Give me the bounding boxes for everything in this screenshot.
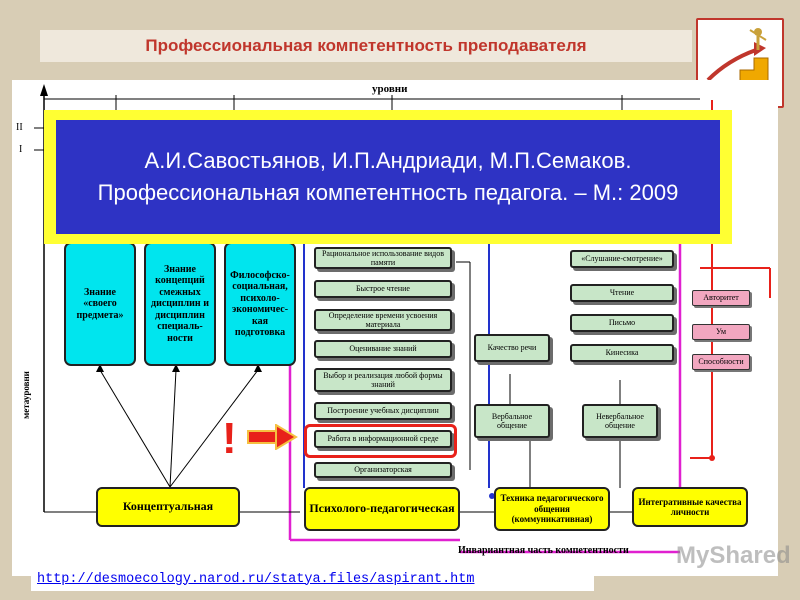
highlight-frame: [304, 424, 457, 458]
right-box-listening: «Слушание-смотрение»: [570, 250, 674, 268]
yellow-box-communication-technique: Техника педагогического общения (коммуни…: [494, 487, 610, 531]
cyan-box-related-disciplines: Знание концепций смежных дисциплин и дис…: [144, 242, 216, 366]
process-box-assessment: Оценивание знаний: [314, 340, 452, 358]
process-box-info-environment: Работа в информационной среде: [314, 430, 452, 448]
watermark-logo: MyShared: [676, 542, 791, 569]
process-box-time-estimation: Определение времени усвоения материала: [314, 309, 452, 331]
red-arrow-icon: [247, 424, 298, 450]
yellow-box-conceptual: Концептуальная: [96, 487, 240, 527]
right-box-kinesics: Кинесика: [570, 344, 674, 362]
right-box-reading: Чтение: [570, 284, 674, 302]
source-link-bar: http://desmoecology.narod.ru/statya.file…: [31, 567, 594, 591]
citation-banner: А.И.Савостьянов, И.П.Андриади, М.П.Семак…: [44, 110, 732, 244]
yellow-box-psych-pedagogical: Психолого-педагогическая: [304, 487, 460, 531]
cyan-box-subject-knowledge: Знание «своего предмета»: [64, 242, 136, 366]
axis-top-label: уровни: [372, 83, 408, 95]
page-title-text: Профессиональная компетентность преподав…: [145, 36, 587, 55]
axis-level-i: I: [19, 144, 23, 155]
yellow-box-integrative-qualities: Интегративные качества личности: [632, 487, 748, 527]
middle-box-verbal: Вербальное общение: [474, 404, 550, 438]
source-link[interactable]: http://desmoecology.narod.ru/statya.file…: [37, 571, 475, 587]
citation-text: А.И.Савостьянов, И.П.Андриади, М.П.Семак…: [56, 120, 720, 234]
process-box-curriculum: Построение учебных дисциплин: [314, 402, 452, 420]
process-box-organizational: Организаторская: [314, 462, 452, 478]
process-box-form-choice: Выбор и реализация любой формы знаний: [314, 368, 452, 392]
right-box-nonverbal: Невербальное общение: [582, 404, 658, 438]
page-title: Профессиональная компетентность преподав…: [40, 30, 692, 62]
bottom-label: Инвариантная часть компетентности: [458, 545, 629, 556]
pink-box-mind: Ум: [692, 324, 750, 340]
right-box-writing: Письмо: [570, 314, 674, 332]
axis-level-ii: II: [16, 122, 23, 133]
pink-box-abilities: Способности: [692, 354, 750, 370]
axis-side-label: метауровни: [21, 371, 31, 419]
process-box-speed-reading: Быстрое чтение: [314, 280, 452, 298]
process-box-memory: Рациональное использование видов памяти: [314, 247, 452, 269]
exclamation-mark: !: [222, 414, 237, 463]
pink-box-authority: Авторитет: [692, 290, 750, 306]
cyan-box-philosophical-training: Философско-социальная, психоло-экономиче…: [224, 242, 296, 366]
middle-box-speech-quality: Качество речи: [474, 334, 550, 362]
